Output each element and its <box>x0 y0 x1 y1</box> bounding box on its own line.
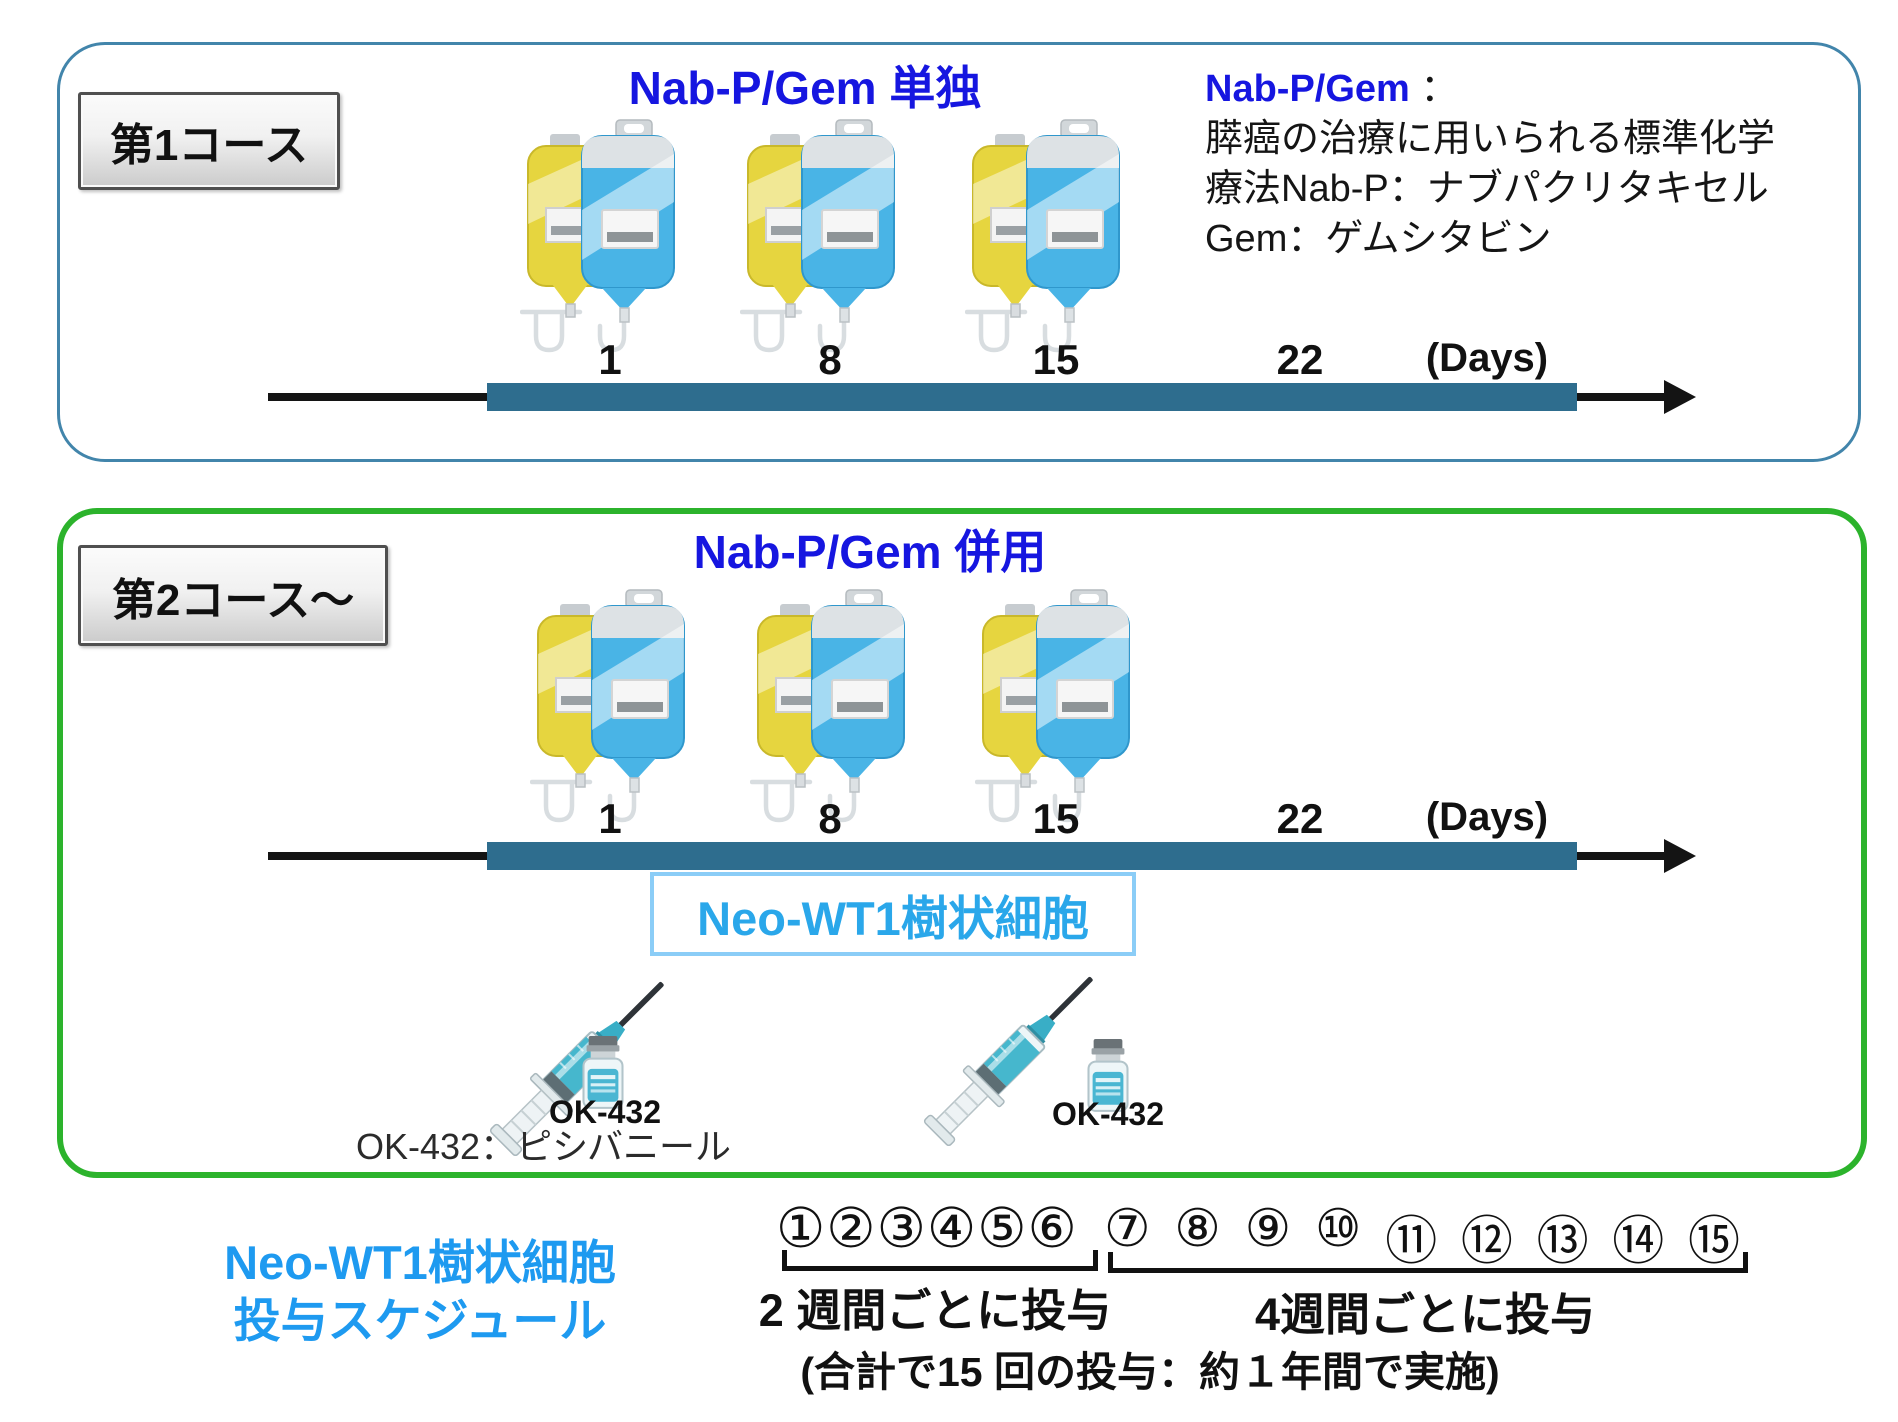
info-term: Nab-P/Gem <box>1205 68 1410 110</box>
timeline1-day-8: 8 <box>818 336 842 383</box>
timeline2-arrow-icon <box>1664 839 1696 873</box>
timeline1-arrow-icon <box>1664 380 1696 414</box>
timeline2-day-15: 15 <box>1032 795 1080 842</box>
group2-caption: 4週間ごとに投与 <box>1254 1289 1596 1340</box>
timeline1-day-15: 15 <box>1032 336 1080 383</box>
course1-label: 第1コース <box>78 92 340 190</box>
info-colon: ： <box>1409 68 1459 110</box>
dose-number: ⑭ <box>1612 1213 1665 1271</box>
dose-number: ⑦ <box>1104 1200 1151 1258</box>
dose-numbers-group1: ①②③④⑤⑥ <box>776 1197 1078 1259</box>
neo-wt1-box: Neo-WT1樹状細胞 <box>650 872 1136 956</box>
neo-wt1-box-label: Neo-WT1樹状細胞 <box>697 891 1089 945</box>
schedule-title-line1: Neo-WT1樹状細胞 <box>224 1236 616 1289</box>
course1-label-text: 第1コース <box>109 121 309 170</box>
schedule-title-line2: 投与スケジュール <box>233 1294 607 1347</box>
timeline2-days-unit: (Days) <box>1425 795 1549 839</box>
ok432-label-2: OK-432 <box>1051 1096 1165 1132</box>
dose-number: ⑬ <box>1536 1213 1589 1271</box>
iv-bag-icon <box>965 112 1145 357</box>
dose-number: ⑮ <box>1687 1213 1740 1271</box>
iv-bag-icon <box>750 582 930 827</box>
group1-caption: 2 週間ごとに投与 <box>758 1285 1112 1336</box>
group1-bracket <box>782 1250 1098 1271</box>
iv-bag-icon <box>740 112 920 357</box>
timeline1-day-1: 1 <box>598 336 622 383</box>
info-line2: 療法Nab-P：ナブパクリタキセル <box>1205 168 1769 210</box>
schedule-total-note: (合計で15 回の投与：約１年間で実施) <box>800 1349 1500 1395</box>
info-line1: 膵癌の治療に用いられる標準化学 <box>1205 118 1776 160</box>
dose-number: ⑩ <box>1314 1200 1362 1258</box>
course1-title: Nab-P/Gem 単独 <box>628 62 982 114</box>
ok432-note: OK-432：ピシバニール <box>356 1126 731 1167</box>
timeline2-bar <box>487 842 1577 870</box>
dose-numbers-group2: ⑦ ⑧ ⑨ ⑩ ⑪ ⑫ ⑬ ⑭ ⑮ <box>1104 1199 1740 1274</box>
schedule-title: Neo-WT1樹状細胞 投与スケジュール <box>120 1234 720 1350</box>
timeline2-day-1: 1 <box>598 795 622 842</box>
timeline1-days-unit: (Days) <box>1425 336 1549 380</box>
iv-bag-icon <box>520 112 700 357</box>
timeline1-bar <box>487 383 1577 411</box>
course2-label-text: 第2コース～ <box>111 575 355 625</box>
timeline1-day-22: 22 <box>1276 336 1324 383</box>
info-line-term: Nab-P/Gem ： <box>1205 64 1865 114</box>
dose-number: ⑧ <box>1174 1200 1221 1258</box>
info-line3: Gem：ゲムシタビン <box>1205 218 1552 260</box>
iv-bag-icon <box>530 582 710 827</box>
ok432-label-1: OK-432 <box>548 1094 662 1130</box>
iv-bag-icon <box>975 582 1155 827</box>
timeline2-day-8: 8 <box>818 795 842 842</box>
dose-number: ⑫ <box>1460 1213 1513 1271</box>
timeline2-day-22: 22 <box>1276 795 1324 842</box>
course2-label: 第2コース～ <box>78 545 388 646</box>
nabp-gem-info: Nab-P/Gem ： 膵癌の治療に用いられる標準化学 療法Nab-P：ナブパク… <box>1205 64 1865 264</box>
dose-number: ⑨ <box>1244 1200 1292 1258</box>
group2-bracket <box>1108 1252 1748 1273</box>
dose-number: ⑪ <box>1385 1213 1438 1271</box>
course2-title: Nab-P/Gem 併用 <box>693 526 1047 578</box>
